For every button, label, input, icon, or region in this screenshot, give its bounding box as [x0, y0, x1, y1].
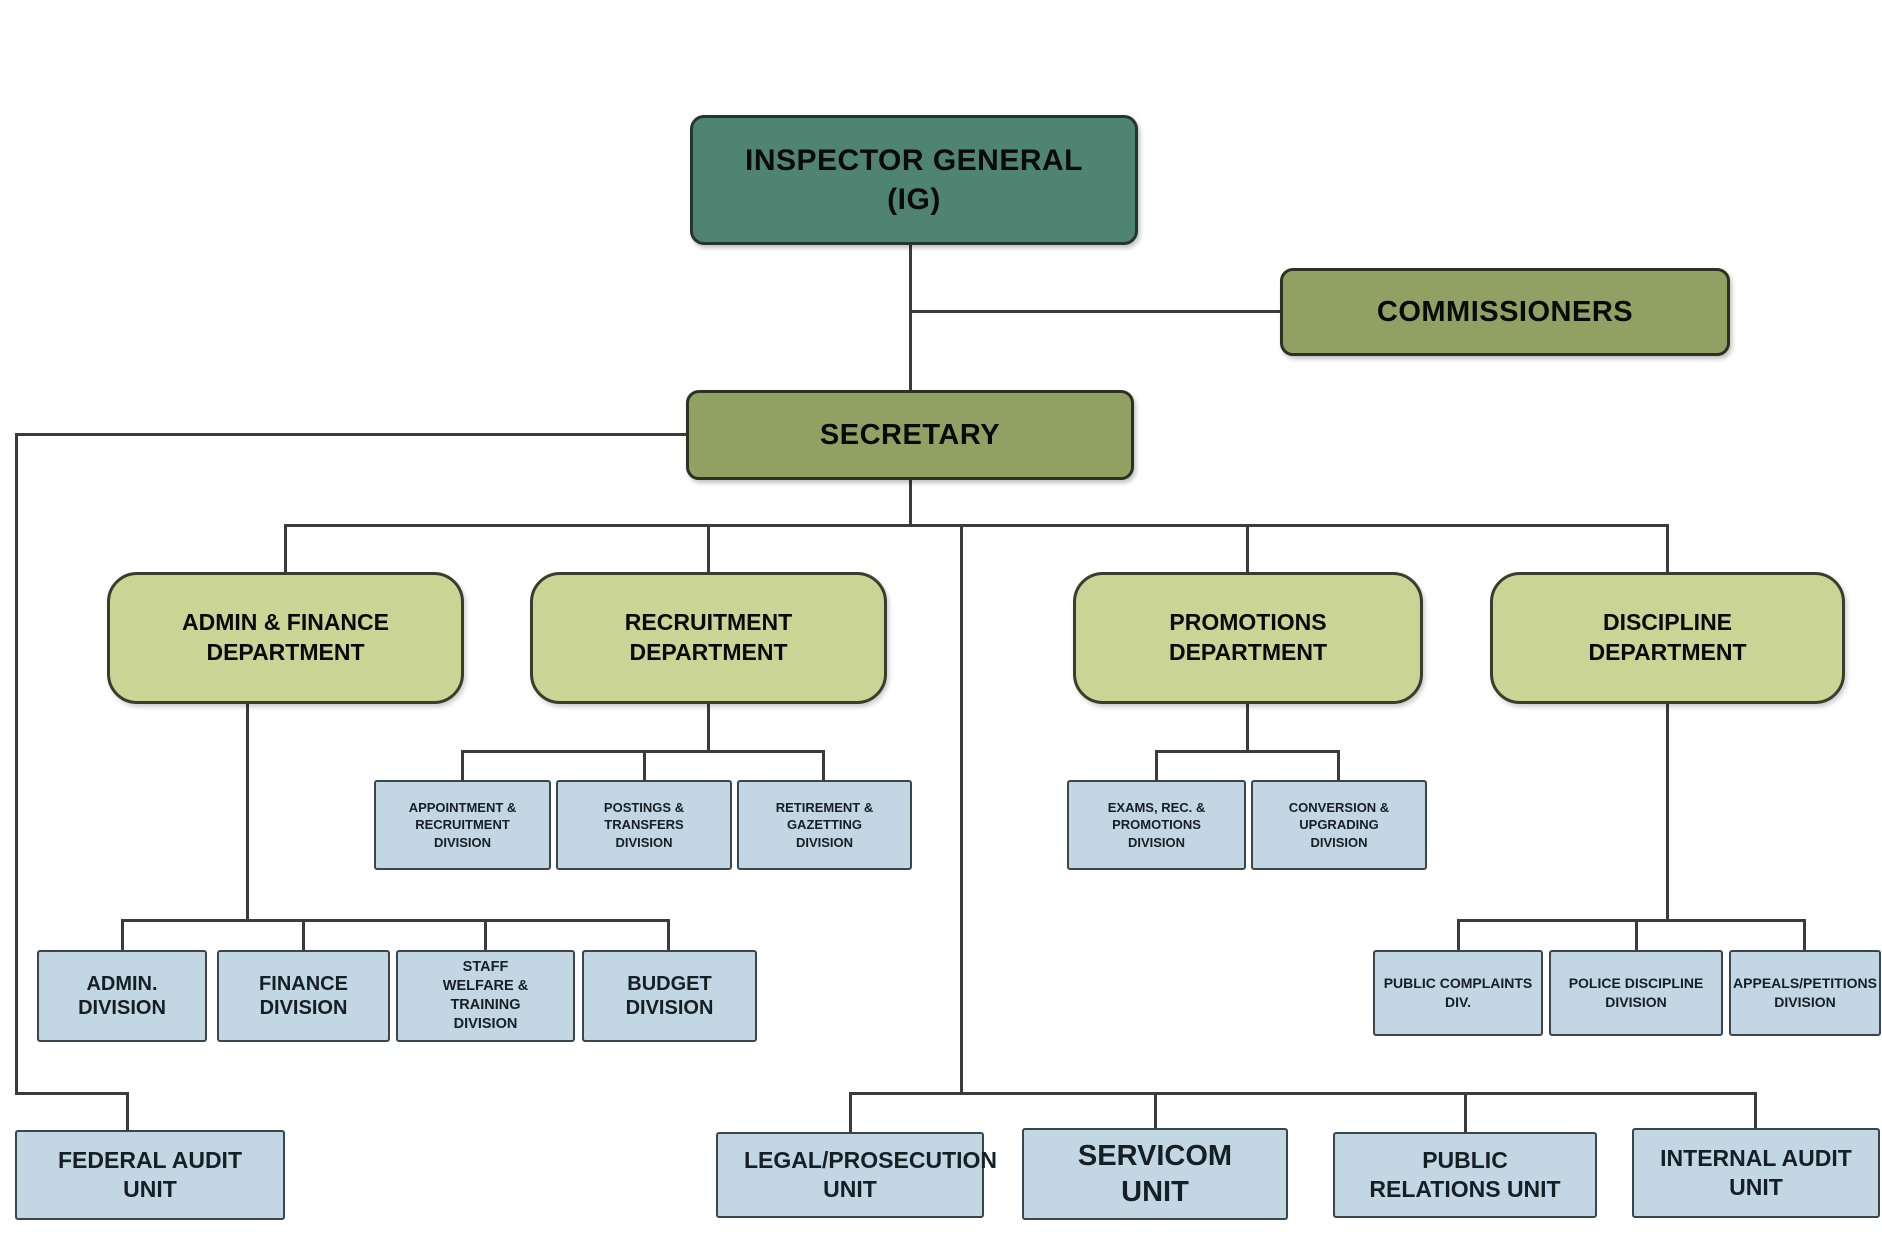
- node-admin-finance-department: ADMIN & FINANCE DEPARTMENT: [107, 572, 464, 704]
- connector-units-bus: [849, 1092, 1757, 1095]
- node-conversion-upgrading-division: CONVERSION & UPGRADING DIVISION: [1251, 780, 1427, 870]
- connector-drop-postings: [643, 750, 646, 780]
- node-label: SERVICOM UNIT: [1077, 1139, 1233, 1208]
- node-inspector-general: INSPECTOR GENERAL (IG): [690, 115, 1138, 245]
- node-label: COMMISSIONERS: [1376, 295, 1634, 328]
- node-federal-audit-unit: FEDERAL AUDIT UNIT: [15, 1130, 285, 1220]
- node-appointment-recruitment-division: APPOINTMENT & RECRUITMENT DIVISION: [374, 780, 551, 870]
- connector-drop-internal-audit: [1754, 1092, 1757, 1128]
- node-label: CONVERSION & UPGRADING DIVISION: [1288, 799, 1390, 850]
- connector-discipline-bus: [1457, 919, 1806, 922]
- node-admin-division: ADMIN. DIVISION: [37, 950, 207, 1042]
- connector-promotions-down: [1246, 704, 1249, 752]
- connector-drop-promotions: [1246, 524, 1249, 572]
- connector-drop-public-complaints: [1457, 919, 1460, 950]
- connector-central-units: [960, 524, 963, 1094]
- connector-drop-discipline: [1666, 524, 1669, 572]
- node-finance-division: FINANCE DIVISION: [217, 950, 390, 1042]
- connector-drop-exams: [1155, 750, 1158, 780]
- node-staff-welfare-training-division: STAFF WELFARE & TRAINING DIVISION: [396, 950, 575, 1042]
- node-internal-audit-unit: INTERNAL AUDIT UNIT: [1632, 1128, 1880, 1218]
- connector-drop-public-relations: [1464, 1092, 1467, 1132]
- node-label: POSTINGS & TRANSFERS DIVISION: [603, 799, 685, 850]
- node-label: LEGAL/PROSECUTION UNIT: [744, 1147, 998, 1202]
- node-promotions-department: PROMOTIONS DEPARTMENT: [1073, 572, 1423, 704]
- connector-admin-finance-bus: [121, 919, 670, 922]
- node-label: PUBLIC RELATIONS UNIT: [1369, 1147, 1561, 1202]
- connector-drop-appointment: [461, 750, 464, 780]
- node-label: APPEALS/PETITIONS DIVISION: [1733, 975, 1877, 1010]
- node-recruitment-department: RECRUITMENT DEPARTMENT: [530, 572, 887, 704]
- node-label: FEDERAL AUDIT UNIT: [58, 1147, 242, 1202]
- node-label: APPOINTMENT & RECRUITMENT DIVISION: [408, 799, 517, 850]
- connector-left-edge: [15, 433, 18, 1095]
- connector-discipline-down: [1666, 704, 1669, 922]
- node-police-discipline-division: POLICE DISCIPLINE DIVISION: [1549, 950, 1723, 1036]
- connector-drop-finance-div: [302, 919, 305, 950]
- node-sublabel: (IG): [887, 183, 941, 216]
- node-label: RETIREMENT & GAZETTING DIVISION: [775, 799, 874, 850]
- connector-secretary-left: [15, 433, 686, 436]
- node-label: POLICE DISCIPLINE DIVISION: [1568, 975, 1704, 1010]
- connector-recruitment-down: [707, 704, 710, 752]
- node-commissioners: COMMISSIONERS: [1280, 268, 1730, 356]
- connector-drop-retirement: [822, 750, 825, 780]
- node-label: INSPECTOR GENERAL: [745, 144, 1083, 177]
- connector-drop-budget: [667, 919, 670, 950]
- node-label: BUDGET DIVISION: [625, 973, 714, 1019]
- node-label: INTERNAL AUDIT UNIT: [1660, 1145, 1852, 1200]
- node-label: FINANCE DIVISION: [259, 973, 348, 1019]
- connector-secretary-down: [909, 480, 912, 527]
- connector-drop-servicom: [1154, 1092, 1157, 1128]
- connector-drop-conversion: [1337, 750, 1340, 780]
- node-exams-rec-promotions-division: EXAMS, REC. & PROMOTIONS DIVISION: [1067, 780, 1246, 870]
- node-budget-division: BUDGET DIVISION: [582, 950, 757, 1042]
- node-legal-prosecution-unit: LEGAL/PROSECUTION UNIT: [716, 1132, 998, 1218]
- node-discipline-department: DISCIPLINE DEPARTMENT: [1490, 572, 1845, 704]
- node-label: ADMIN. DIVISION: [78, 973, 166, 1019]
- node-postings-transfers-division: POSTINGS & TRANSFERS DIVISION: [556, 780, 732, 870]
- node-public-relations-unit: PUBLIC RELATIONS UNIT: [1333, 1132, 1597, 1218]
- node-retirement-gazetting-division: RETIREMENT & GAZETTING DIVISION: [737, 780, 912, 870]
- connector-drop-legal: [849, 1092, 852, 1132]
- node-label: STAFF WELFARE & TRAINING DIVISION: [442, 959, 529, 1032]
- node-label: SECRETARY: [819, 418, 1001, 451]
- connector-drop-police-discipline: [1635, 919, 1638, 950]
- connector-drop-staff-welfare: [484, 919, 487, 950]
- node-label: RECRUITMENT DEPARTMENT: [624, 609, 793, 665]
- node-label: EXAMS, REC. & PROMOTIONS DIVISION: [1107, 799, 1206, 850]
- connector-federal-audit-elbow: [15, 1092, 129, 1095]
- node-label: PUBLIC COMPLAINTS DIV.: [1383, 975, 1533, 1010]
- connector-to-commissioners: [909, 310, 1280, 313]
- node-appeals-petitions-division: APPEALS/PETITIONS DIVISION: [1729, 950, 1881, 1036]
- connector-drop-appeals: [1803, 919, 1806, 950]
- node-label: ADMIN & FINANCE DEPARTMENT: [182, 609, 389, 665]
- connector-admin-finance-down: [246, 704, 249, 922]
- node-label: DISCIPLINE DEPARTMENT: [1588, 609, 1747, 665]
- node-secretary: SECRETARY: [686, 390, 1134, 480]
- node-public-complaints-division: PUBLIC COMPLAINTS DIV.: [1373, 950, 1543, 1036]
- node-servicom-unit: SERVICOM UNIT: [1022, 1128, 1288, 1220]
- connector-drop-admin-div: [121, 919, 124, 950]
- connector-promotions-bus: [1155, 750, 1340, 753]
- connector-federal-audit-drop: [126, 1092, 129, 1130]
- node-label: PROMOTIONS DEPARTMENT: [1168, 609, 1327, 665]
- connector-drop-recruitment: [707, 524, 710, 572]
- connector-drop-admin-finance: [284, 524, 287, 572]
- connector-ig-to-secretary: [909, 245, 912, 390]
- connector-departments-bus: [284, 524, 1668, 527]
